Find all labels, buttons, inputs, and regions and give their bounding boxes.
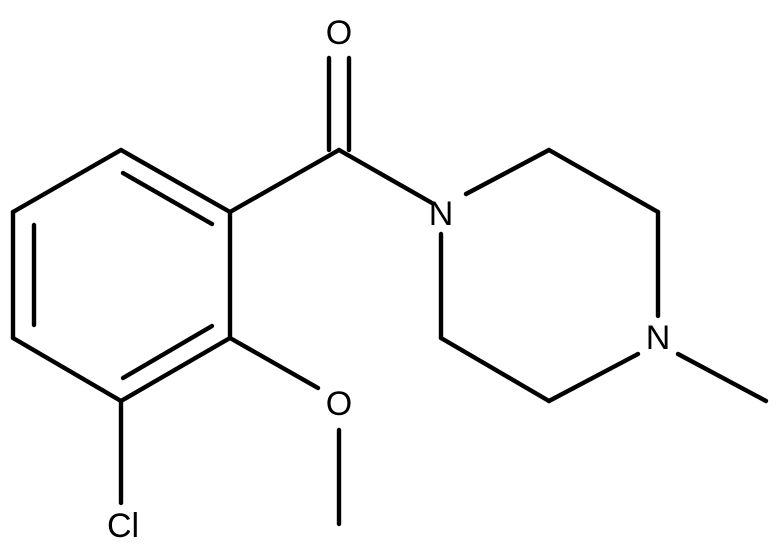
ring-bond-c1-c2 xyxy=(118,147,233,215)
chlorine-label: Cl xyxy=(107,507,139,545)
ring-bond-c1-c2-inner xyxy=(120,170,215,227)
piperazine-bond-n4-c5 xyxy=(546,351,641,404)
ring-bond-c5-c6 xyxy=(118,335,233,404)
ring-bond-c4-c5 xyxy=(10,335,124,404)
atom-labels: O N N O Cl xyxy=(107,14,670,545)
amide-nitrogen-label: N xyxy=(429,195,454,233)
methoxy-oxygen-label: O xyxy=(326,385,352,423)
carbonyl-oxygen-label: O xyxy=(326,14,352,52)
bond-nitrogen-to-methyl xyxy=(675,351,769,404)
ring-bond-c5-c6-inner xyxy=(120,323,215,381)
methyl-nitrogen-label: N xyxy=(646,319,671,357)
bond-ring-to-methoxy-oxygen xyxy=(227,335,321,391)
ring-bond-c2-c3 xyxy=(10,147,124,215)
bonds xyxy=(10,55,769,527)
piperazine-bond-c5-c6 xyxy=(438,335,552,404)
bond-carbonyl-to-nitrogen xyxy=(336,147,435,206)
bond-ring-to-carbonyl xyxy=(227,147,342,215)
piperazine-bond-c2-c3 xyxy=(546,147,661,215)
piperazine-bond-n1-c2 xyxy=(463,147,552,197)
